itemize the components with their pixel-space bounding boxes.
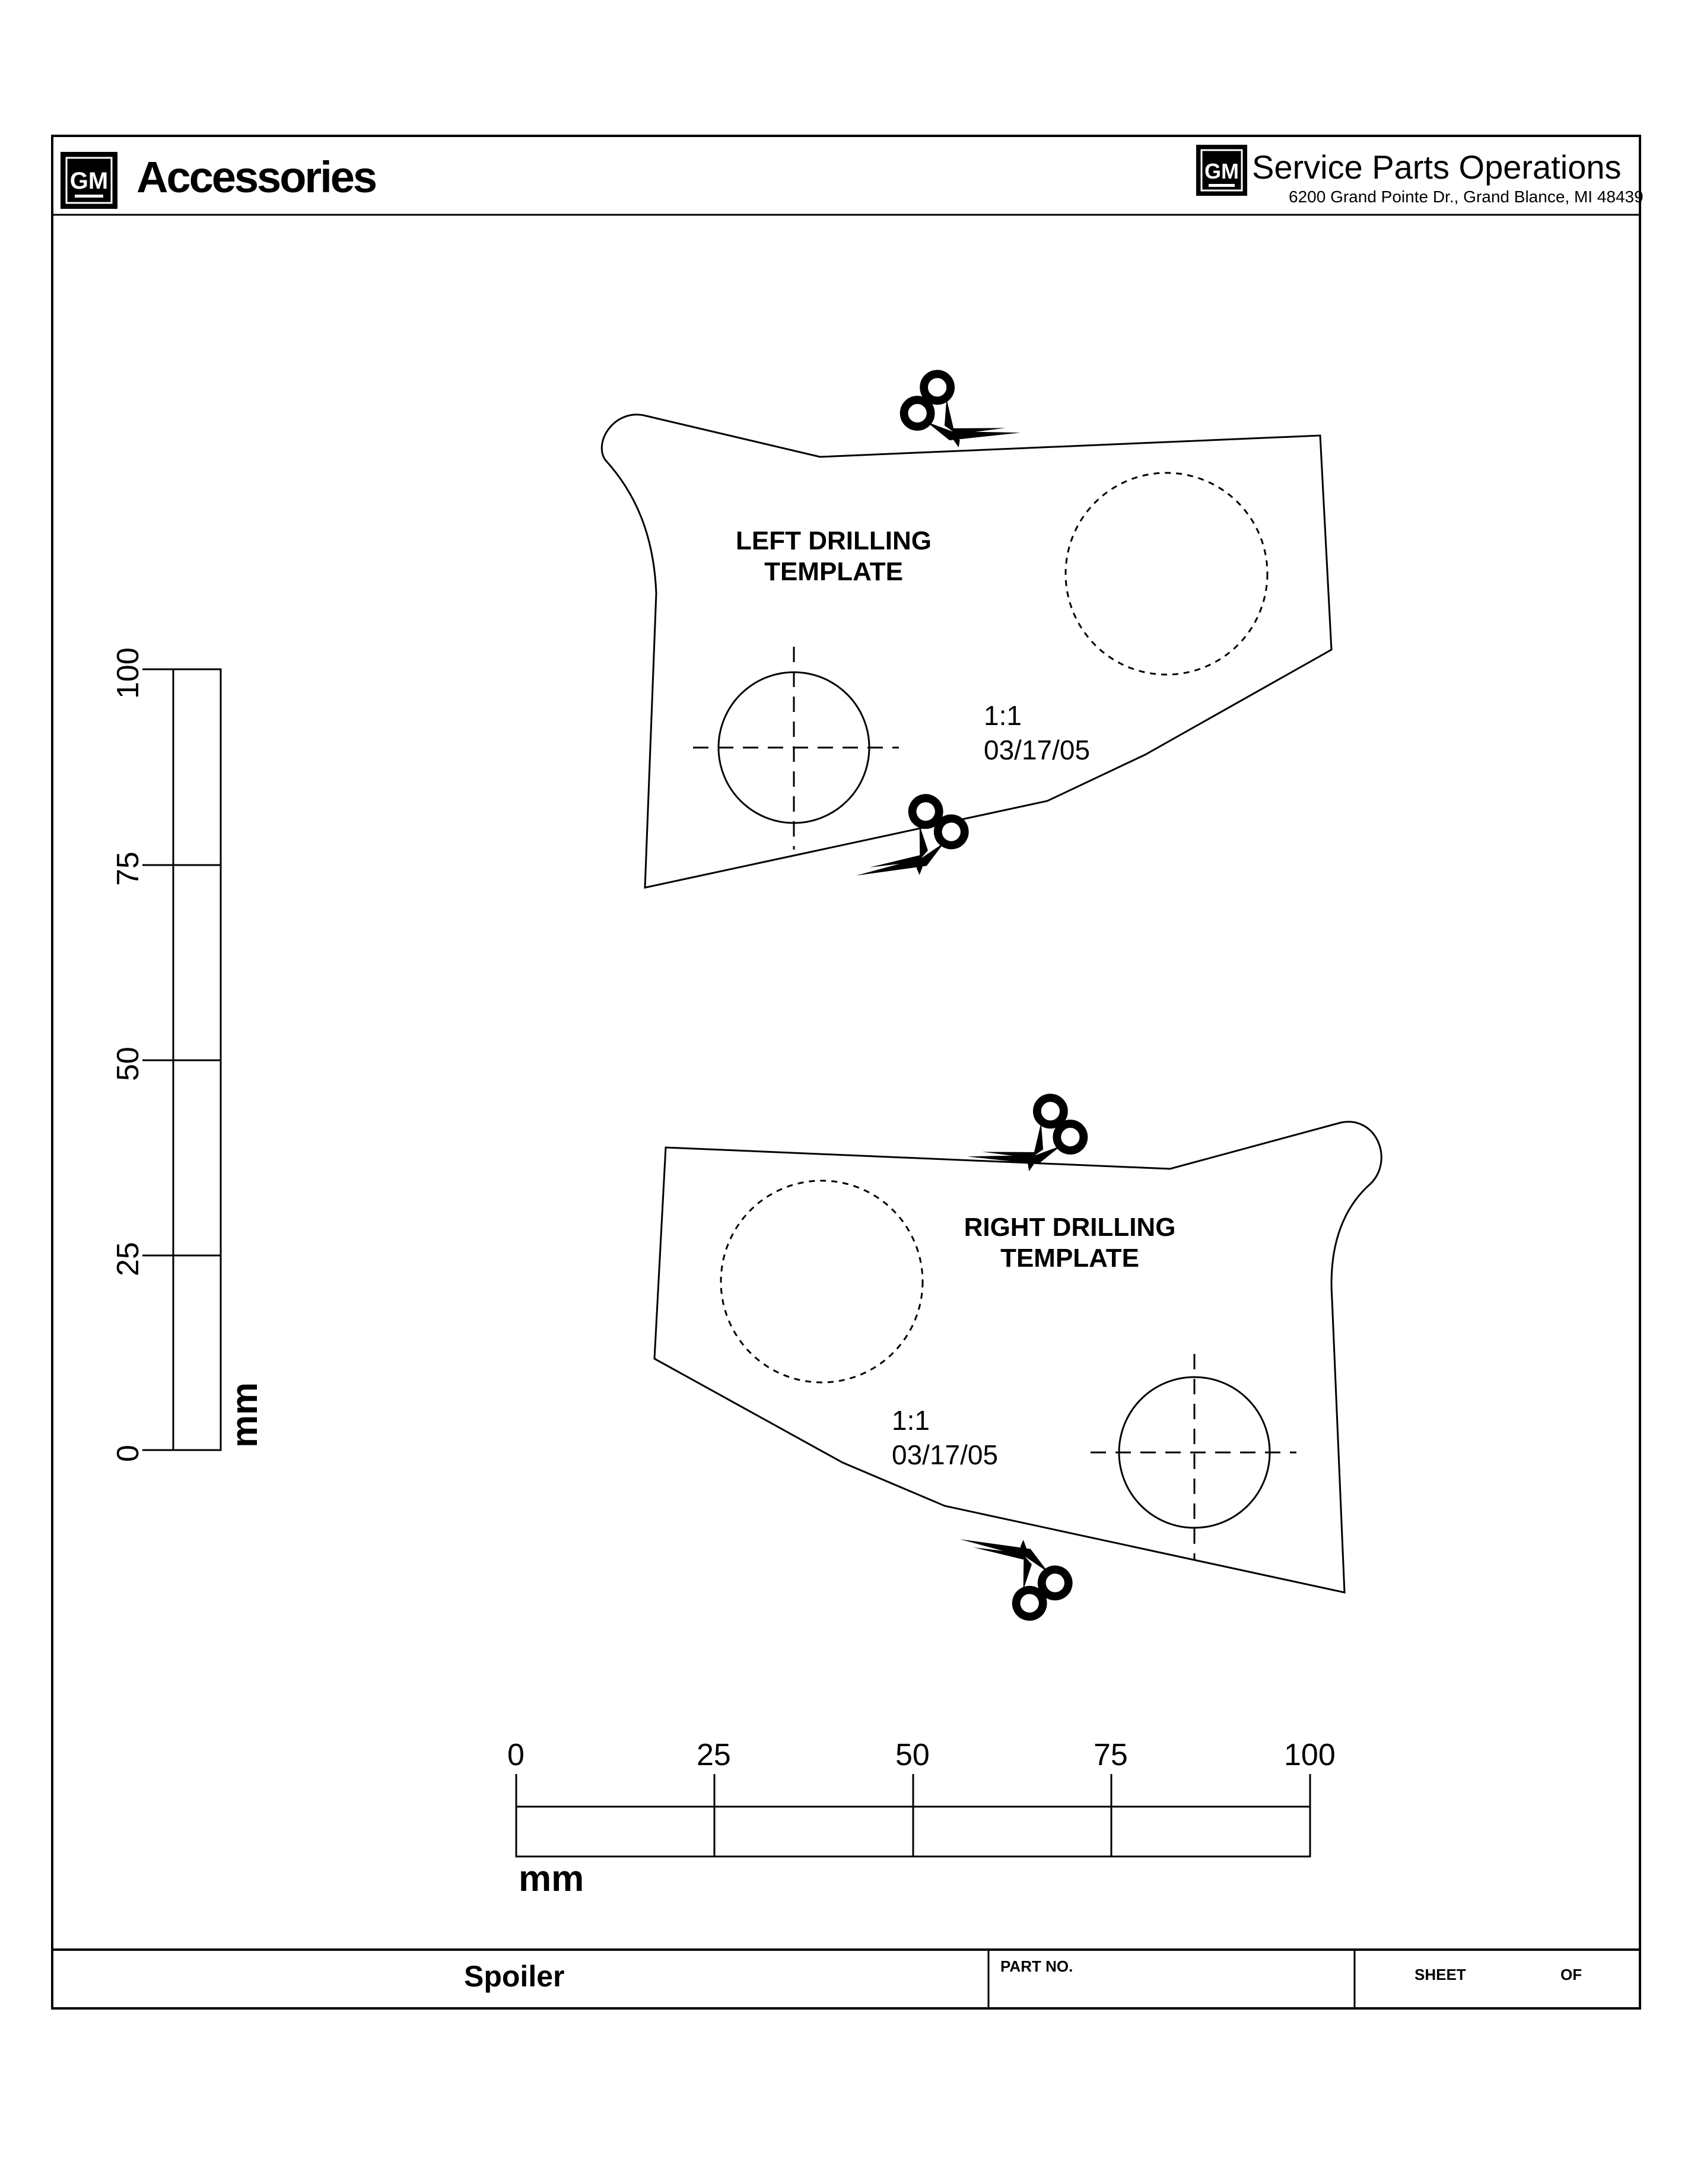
left-template-date: 03/17/05 — [984, 735, 1091, 765]
right-template-dashed-circle — [720, 1180, 924, 1384]
sheet-label: SHEET — [1415, 1966, 1466, 1983]
h-scale-tick-25: 25 — [697, 1738, 731, 1772]
scissors-icon — [902, 371, 1021, 450]
accessories-title: Accessories — [136, 152, 377, 202]
h-scale-tick-75: 75 — [1094, 1738, 1128, 1772]
vertical-scale-bar — [142, 668, 222, 1451]
left-template-scale: 1:1 — [984, 700, 1022, 731]
gm-logo: GM — [61, 152, 117, 209]
v-scale-tick-100: 100 — [111, 647, 145, 699]
svg-text:GM: GM — [70, 168, 108, 194]
scissors-icon — [947, 1527, 1076, 1623]
scissors-icon — [843, 791, 972, 888]
left-template-dashed-circle — [1064, 472, 1269, 676]
gm-spo-logo: GM — [1196, 145, 1247, 196]
right-template-title: RIGHT DRILLING TEMPLATE — [964, 1213, 1176, 1273]
spo-title: Service Parts Operations — [1252, 148, 1622, 186]
v-scale-unit: mm — [224, 1382, 265, 1448]
horizontal-scale-bar — [515, 1774, 1311, 1858]
right-template-date: 03/17/05 — [892, 1439, 999, 1470]
v-scale-tick-0: 0 — [111, 1445, 145, 1462]
h-scale-tick-50: 50 — [895, 1738, 930, 1772]
v-scale-tick-75: 75 — [111, 851, 145, 886]
h-scale-tick-0: 0 — [507, 1738, 525, 1772]
h-scale-unit: mm — [519, 1858, 584, 1899]
of-label: OF — [1560, 1966, 1582, 1983]
sheet-border — [51, 135, 1641, 2010]
spo-address: 6200 Grand Pointe Dr., Grand Blance, MI … — [1289, 187, 1644, 206]
left-template-outline — [600, 414, 1333, 889]
v-scale-tick-25: 25 — [111, 1242, 145, 1276]
title-block — [52, 1948, 1640, 2008]
part-no-label: PART NO. — [1000, 1957, 1073, 1975]
v-scale-tick-50: 50 — [111, 1047, 145, 1081]
part-title: Spoiler — [464, 1960, 565, 1993]
right-template-outline — [653, 1121, 1382, 1594]
right-template-scale: 1:1 — [892, 1405, 930, 1436]
svg-text:GM: GM — [1204, 159, 1239, 183]
h-scale-tick-100: 100 — [1284, 1738, 1336, 1772]
left-template-title: LEFT DRILLING TEMPLATE — [736, 526, 932, 586]
